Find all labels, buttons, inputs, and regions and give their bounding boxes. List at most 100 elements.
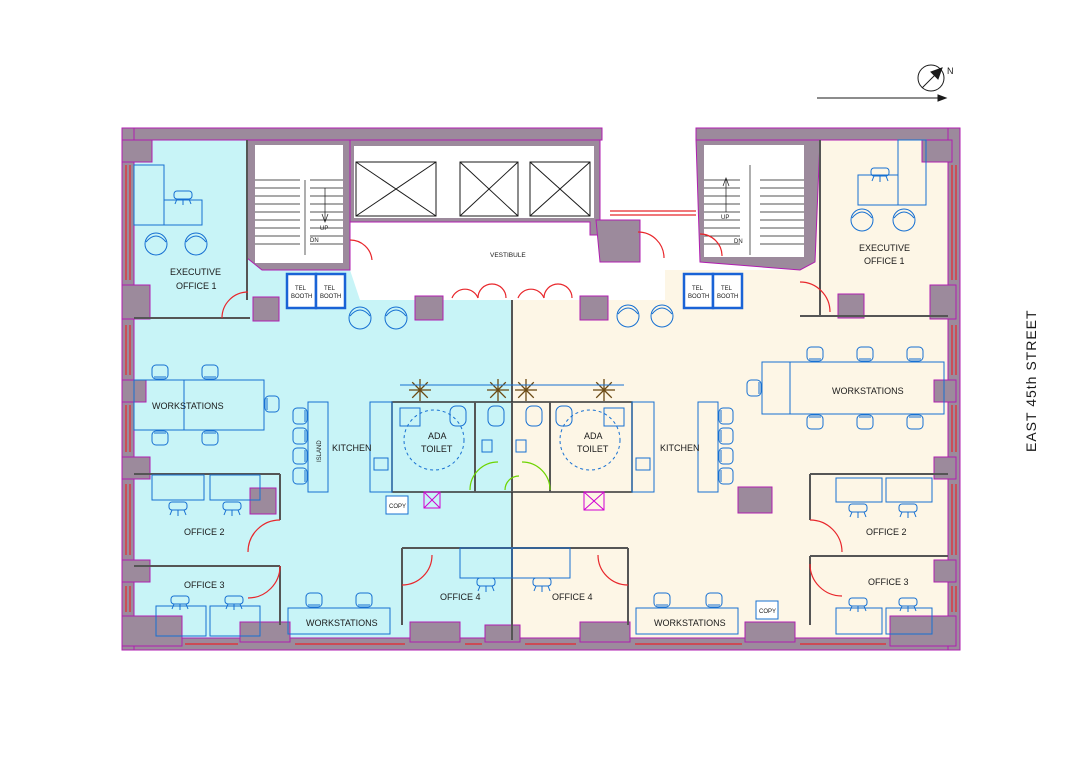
door-swing[interactable]: [401, 554, 433, 586]
chair-icon: [746, 379, 762, 397]
plant-icon: [409, 379, 431, 401]
chair-icon: [653, 592, 671, 608]
door-swing[interactable]: [809, 519, 843, 553]
stair-east-up-label: UP: [721, 215, 729, 221]
lounge-chair-icon: [892, 208, 916, 232]
door-swing[interactable]: [809, 563, 843, 597]
office-chair-icon: [848, 503, 868, 518]
elevator-shafts: [355, 161, 591, 217]
copy-label: COPY: [759, 609, 776, 615]
east-workstations-south-label: WORKSTATIONS: [654, 618, 726, 628]
stair-west-up-label: UP: [320, 226, 328, 232]
north-arrow: [817, 64, 948, 102]
kitchens: [307, 401, 719, 493]
tel-booth-label: TEL: [692, 286, 704, 292]
door-swing[interactable]: [597, 554, 629, 586]
chair-icon: [355, 592, 373, 608]
east-office-4-label: OFFICE 4: [552, 592, 593, 602]
west-office-4-label: OFFICE 4: [440, 592, 481, 602]
lounge-chair-icon: [850, 208, 874, 232]
windows: [125, 165, 957, 645]
lounge-chair-icon: [650, 304, 674, 328]
plant-icons: [409, 379, 615, 401]
room-doors[interactable]: [221, 281, 843, 599]
compass-icon: [917, 64, 945, 92]
desk: [835, 477, 883, 503]
chair-icon: [201, 364, 219, 380]
copy-machine: [755, 600, 779, 620]
elevator-shaft-cross-icon: [529, 161, 591, 217]
office-chair-icon: [170, 595, 190, 610]
tel-booth: [314, 272, 347, 310]
desk: [885, 477, 933, 503]
door-swing[interactable]: [221, 291, 249, 319]
chair-icon: [305, 592, 323, 608]
street-label: EAST 45th STREET: [1023, 309, 1039, 452]
north-label: N: [947, 66, 954, 76]
desk: [155, 605, 207, 637]
stair-west: [255, 179, 343, 255]
copy-machine: [385, 495, 409, 515]
stair-west-down-label: DN: [310, 238, 319, 244]
plumbing-fixtures: [423, 491, 605, 511]
tel-booth-label: TEL: [295, 286, 307, 292]
door-swing[interactable]: [247, 565, 281, 599]
west-suite-floor: [126, 140, 512, 640]
chair-icon: [201, 430, 219, 446]
desk: [133, 164, 165, 226]
tel-booth-label: BOOTH: [291, 294, 312, 300]
plant-icon: [487, 379, 509, 401]
office-chair-icon: [224, 595, 244, 610]
west-executive-office-label: OFFICE 1: [176, 281, 217, 291]
west-kitchen-label: KITCHEN: [332, 443, 372, 453]
west-workstations-label: WORKSTATIONS: [152, 401, 224, 411]
elevator-shaft-cross-icon: [459, 161, 519, 217]
plant-icon: [515, 379, 537, 401]
east-office-3-label: OFFICE 3: [868, 577, 909, 587]
stair-east: [704, 165, 804, 255]
west-office-3-label: OFFICE 3: [184, 580, 225, 590]
chair-icon: [906, 346, 924, 362]
east-executive-office-label: EXECUTIVE: [859, 243, 910, 253]
core-walls: [246, 139, 821, 271]
door-swing[interactable]: [247, 519, 281, 553]
tel-booth-label: TEL: [721, 286, 733, 292]
office-chair-icon: [848, 597, 868, 612]
elevator-shaft-cross-icon: [355, 161, 437, 217]
vestibule-doors[interactable]: [349, 231, 723, 299]
chair-icon: [718, 447, 734, 465]
east-ada-toilet-label: ADA: [584, 431, 603, 441]
tel-booth: [711, 272, 744, 310]
west-office-2-label: OFFICE 2: [184, 527, 225, 537]
office-chair-icon: [870, 167, 890, 182]
east-ada-toilet-label: TOILET: [577, 444, 609, 454]
door-swing[interactable]: [799, 281, 831, 313]
tel-booth-label: TEL: [324, 286, 336, 292]
west-ada-toilet-label: TOILET: [421, 444, 453, 454]
desk: [885, 607, 933, 635]
tel-booth-label: BOOTH: [688, 294, 709, 300]
stair-east-down-label: DN: [734, 239, 743, 245]
chair-icon: [151, 364, 169, 380]
west-workstations-south-label: WORKSTATIONS: [306, 618, 378, 628]
ada-turning-circle: [559, 409, 621, 471]
chair-icon: [292, 447, 308, 465]
west-island-label: ISLAND: [317, 440, 323, 462]
office-chair-icon: [222, 501, 242, 516]
west-ada-toilet-label: ADA: [428, 431, 447, 441]
office-chair-icon: [898, 503, 918, 518]
lounge-chair-icon: [348, 306, 372, 330]
chair-icon: [292, 467, 308, 485]
office-chair-icon: [173, 190, 193, 205]
toilet-doors[interactable]: [469, 461, 551, 491]
tel-booth-label: BOOTH: [717, 294, 738, 300]
chair-icon: [806, 414, 824, 430]
chair-icon: [292, 407, 308, 425]
desk: [835, 607, 883, 635]
east-kitchen-label: KITCHEN: [660, 443, 700, 453]
office-chair-icon: [532, 577, 552, 592]
east-office-2-label: OFFICE 2: [866, 527, 907, 537]
furniture: [133, 139, 945, 637]
desk: [287, 607, 391, 635]
